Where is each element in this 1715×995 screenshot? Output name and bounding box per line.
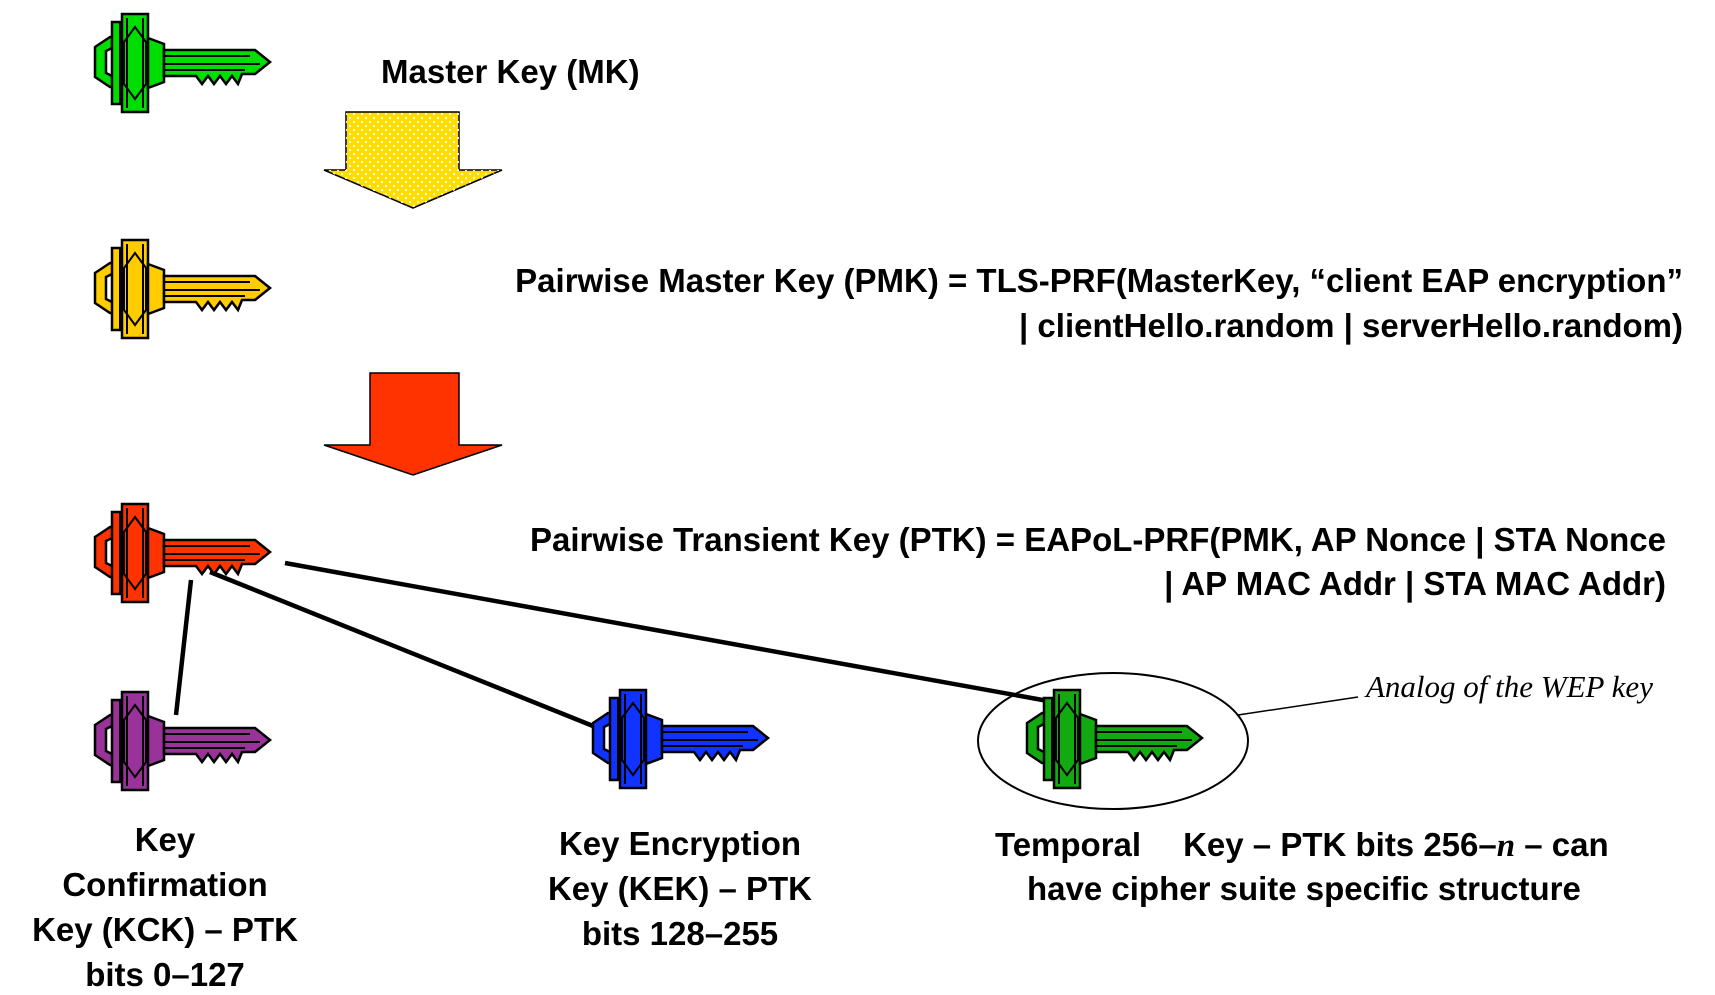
kck-label-line4: bits 0–127 bbox=[85, 956, 245, 993]
tk-label-n: n bbox=[1496, 828, 1516, 864]
derivation-arrow-dots bbox=[324, 112, 502, 208]
kek-label-line3: bits 128–255 bbox=[581, 915, 779, 952]
master-key-icon bbox=[93, 12, 272, 114]
ptk-formula-line1: Pairwise Transient Key (PTK) = EAPoL-PRF… bbox=[529, 521, 1666, 558]
ptk-formula-line2: | AP MAC Addr | STA MAC Addr) bbox=[1164, 565, 1666, 602]
temporal-key-icon bbox=[1025, 688, 1204, 790]
master-key-label: Master Key (MK) bbox=[381, 53, 640, 90]
tk-label-line1: Temporal Key – PTK bits 256–n – can bbox=[995, 825, 1609, 866]
temporal-key-highlight-ellipse bbox=[977, 672, 1249, 810]
pairwise-master-key-icon bbox=[93, 238, 272, 340]
kck-label: Key Confirmation Key (KCK) – PTK bits 0–… bbox=[0, 820, 330, 995]
tk-label-line2: have cipher suite specific structure bbox=[1027, 870, 1581, 907]
ptk-connectors bbox=[173, 560, 1049, 731]
kek-label-line1: Key Encryption bbox=[558, 825, 802, 862]
connector-ptk-to-tk bbox=[284, 560, 1049, 704]
kek-label: Key Encryption Key (KEK) – PTK bits 128–… bbox=[515, 824, 845, 954]
key-confirmation-key-icon bbox=[93, 690, 272, 792]
wep-analog-annotation: Analog of the WEP key bbox=[1366, 669, 1653, 704]
annotation-pointer-line bbox=[1237, 696, 1359, 716]
pmk-formula-line2: | clientHello.random | serverHello.rando… bbox=[1019, 307, 1683, 344]
kck-label-line1: Key bbox=[134, 821, 196, 858]
kck-label-line3: Key (KCK) – PTK bbox=[32, 911, 298, 948]
connector-ptk-to-kek bbox=[209, 569, 599, 731]
connector-ptk-to-kck bbox=[173, 579, 194, 716]
kek-label-line2: Key (KEK) – PTK bbox=[547, 870, 813, 907]
tk-label-can: – can bbox=[1515, 826, 1609, 863]
tk-label-temporal: Temporal bbox=[995, 826, 1142, 863]
pmk-formula-line1: Pairwise Master Key (PMK) = TLS-PRF(Mast… bbox=[515, 262, 1683, 299]
derivation-arrow-pmk-to-ptk bbox=[323, 372, 503, 476]
tk-label-key-bits: Key – PTK bits 256– bbox=[1183, 826, 1497, 863]
kck-label-line2: Confirmation bbox=[62, 866, 268, 903]
key-encryption-key-icon bbox=[591, 688, 770, 790]
